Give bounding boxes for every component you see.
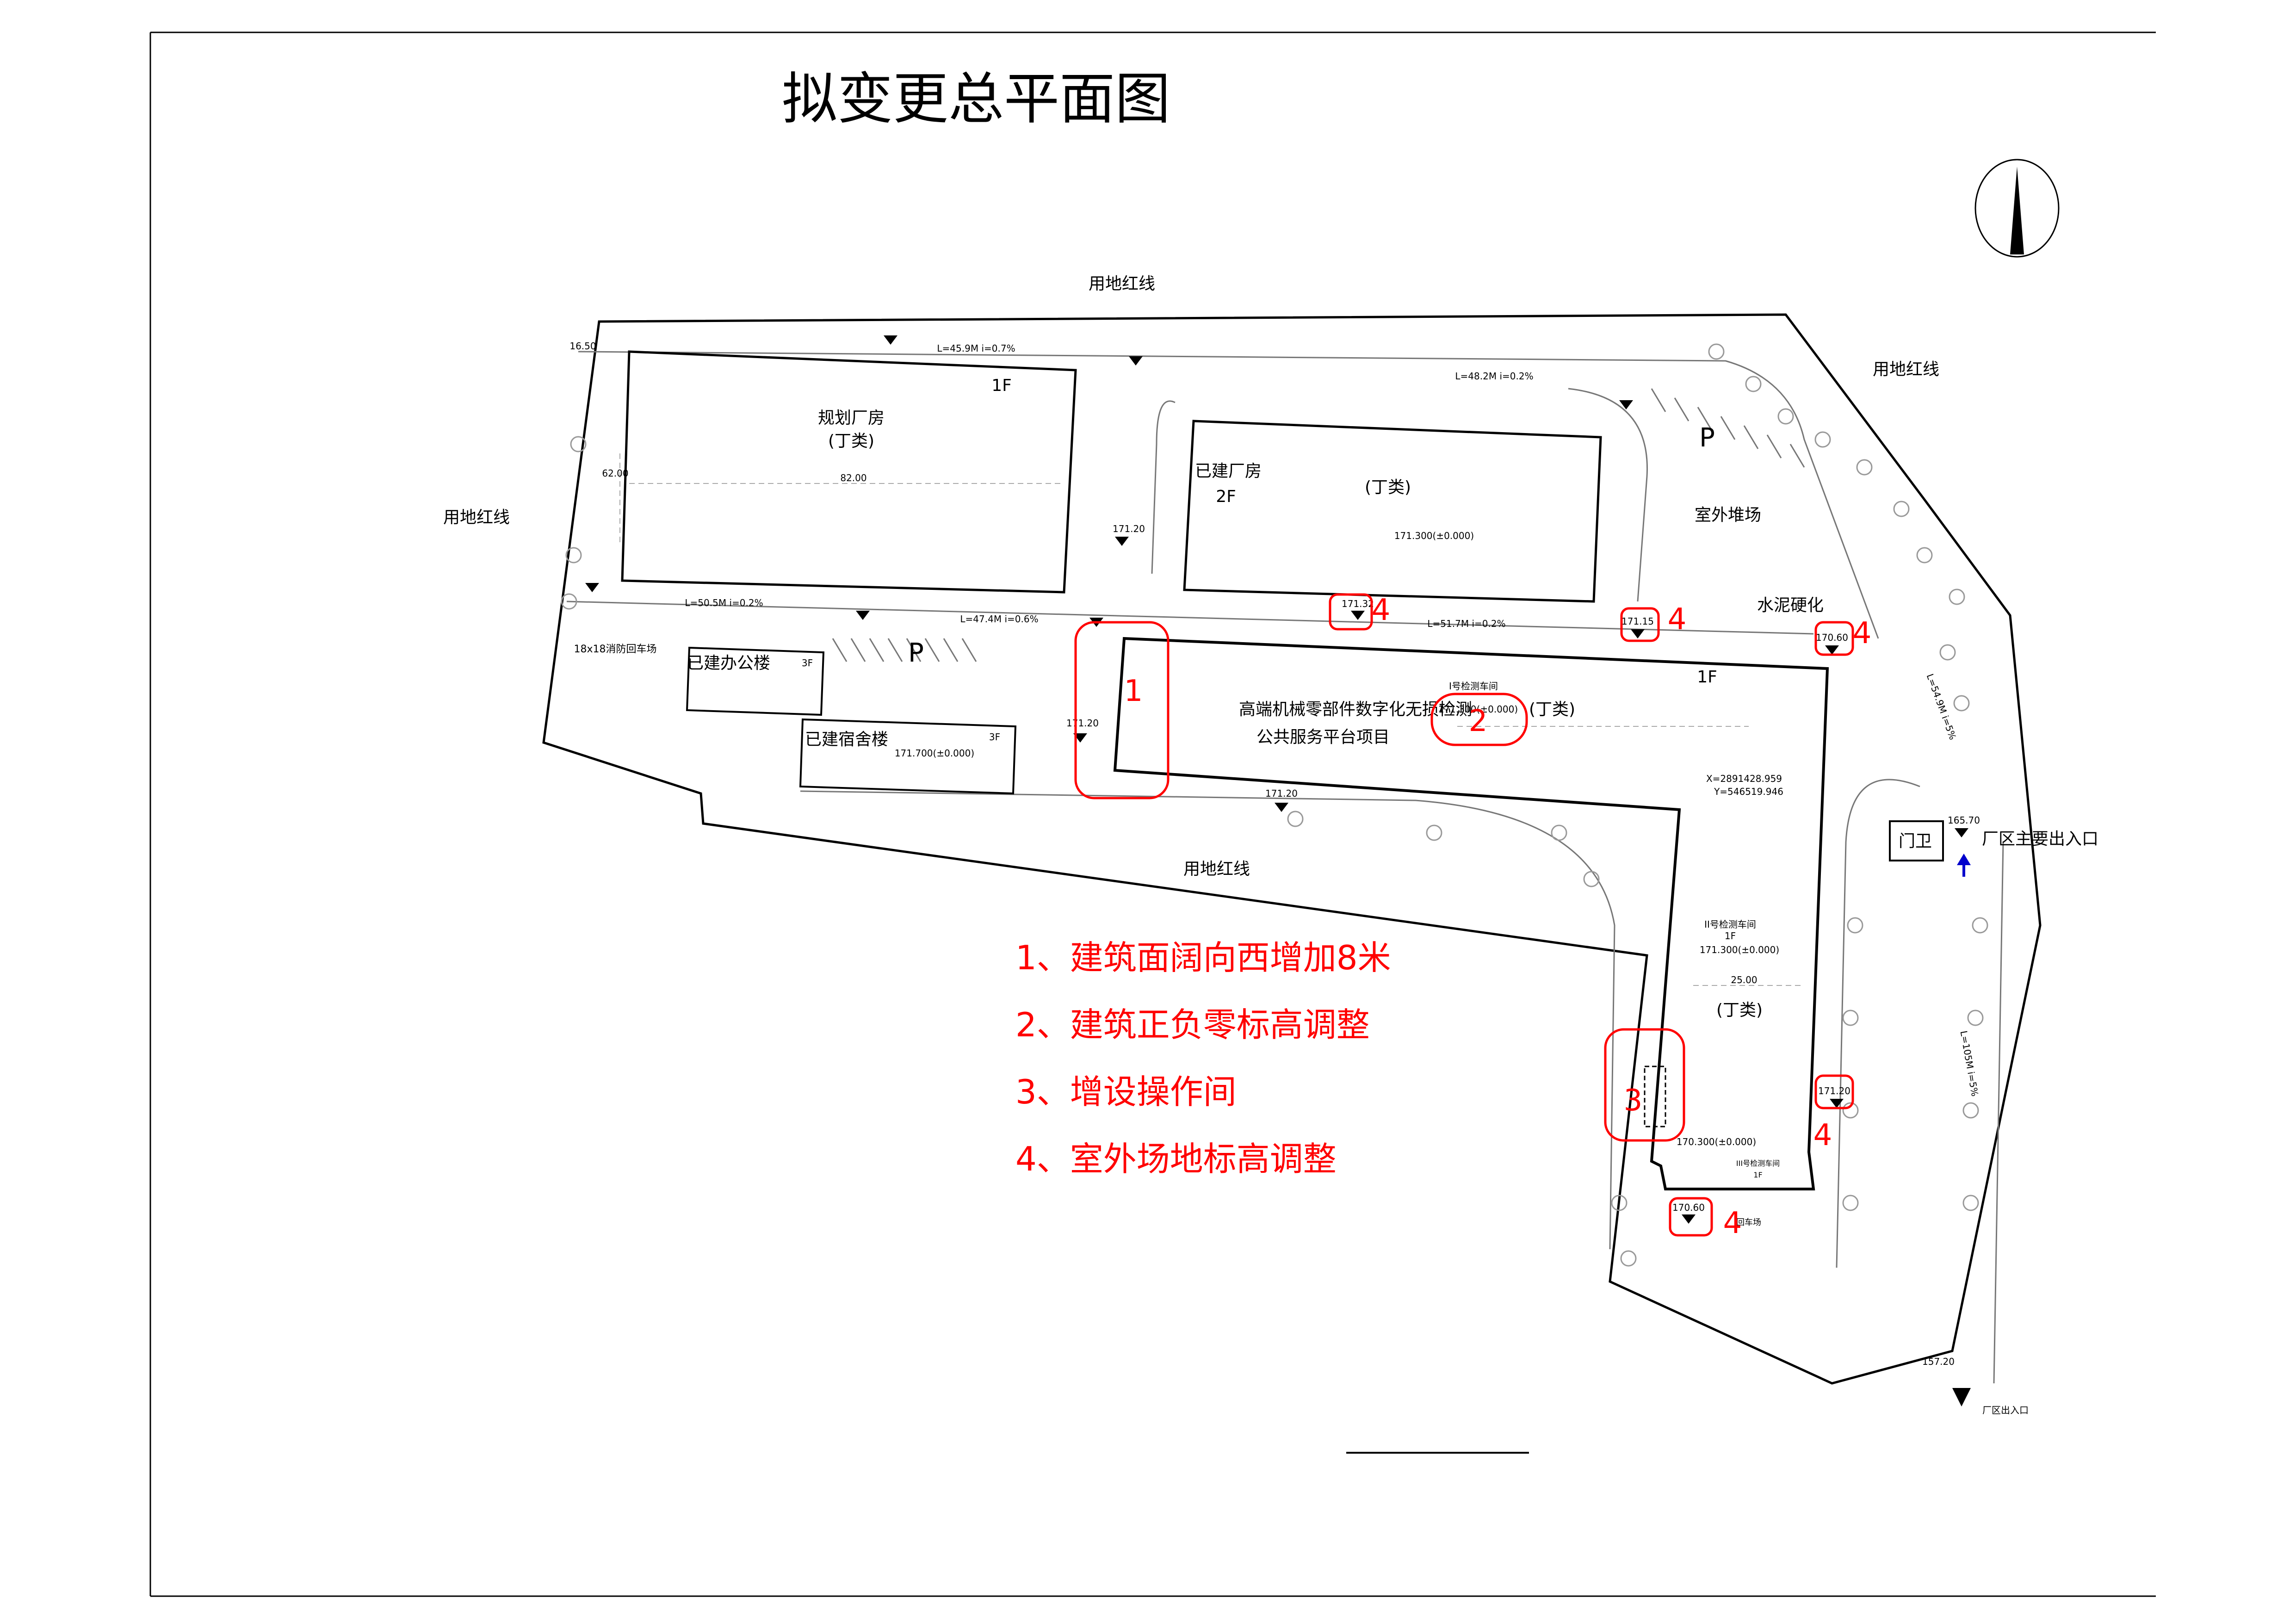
elev-5: 171.15 bbox=[1621, 616, 1654, 627]
elev-9: 165.70 bbox=[1948, 815, 1980, 826]
operation-room bbox=[1644, 1065, 1666, 1127]
gate-label: 门卫 bbox=[1899, 832, 1932, 851]
entrance-arrow-icon bbox=[1957, 854, 1971, 877]
red-line-label-bottom: 用地红线 bbox=[1183, 860, 1250, 879]
project-building bbox=[1113, 637, 1829, 1190]
slope-3: L=50.5M i=0.2% bbox=[685, 597, 763, 608]
change-mark-4e: 4 bbox=[1723, 1206, 1742, 1240]
red-line-label-top: 用地红线 bbox=[1089, 274, 1155, 293]
change-mark-4d: 4 bbox=[1813, 1118, 1832, 1152]
elev-7: 171.20 bbox=[1818, 1085, 1850, 1096]
slope-6: L=54.9M i=5% bbox=[1925, 672, 1959, 741]
revision-clouds bbox=[1074, 593, 1854, 1237]
elevation-markers bbox=[585, 335, 1971, 1406]
elev-6: 170.60 bbox=[1816, 632, 1848, 643]
elev-3: 171.20 bbox=[1265, 788, 1298, 799]
cement-hardening-label: 水泥硬化 bbox=[1757, 596, 1824, 615]
red-line-label-right: 用地红线 bbox=[1873, 360, 1939, 379]
outdoor-yard-label: 室外堆场 bbox=[1695, 506, 1761, 525]
dim-62: 62.00 bbox=[602, 468, 628, 479]
elev-1: 171.20 bbox=[1113, 523, 1145, 534]
workshop2-floors: 1F bbox=[1725, 930, 1736, 942]
change-mark-4a: 4 bbox=[1372, 593, 1391, 627]
change-mark-3: 3 bbox=[1624, 1084, 1643, 1118]
built-factory-elevation: 171.300(±0.000) bbox=[1394, 530, 1474, 541]
project-name-line2: 公共服务平台项目 bbox=[1256, 728, 1390, 747]
built-factory bbox=[1183, 420, 1602, 603]
change-note-4: 4、室外场地标高调整 bbox=[1015, 1140, 1337, 1178]
slope-5: L=51.7M i=0.2% bbox=[1427, 618, 1505, 629]
dim-82: 82.00 bbox=[840, 472, 866, 483]
planned-factory bbox=[621, 350, 1077, 594]
workshop3-elevation: 170.300(±0.000) bbox=[1677, 1136, 1756, 1147]
elev-4: 171.32 bbox=[1342, 598, 1374, 609]
change-mark-4c: 4 bbox=[1853, 616, 1872, 650]
change-mark-4b: 4 bbox=[1668, 602, 1687, 637]
change-note-1: 1、建筑面阔向西增加8米 bbox=[1015, 938, 1391, 977]
coord-x: X=2891428.959 bbox=[1706, 773, 1782, 784]
slope-7: L=105M i=5% bbox=[1958, 1030, 1981, 1097]
north-arrow-icon bbox=[1974, 159, 2060, 258]
gate-house bbox=[1889, 820, 1944, 861]
planned-factory-class: (丁类) bbox=[828, 432, 874, 451]
elev-10: 157.20 bbox=[1922, 1356, 1955, 1367]
planned-factory-floors: 1F bbox=[991, 376, 1012, 395]
slope-4: L=47.4M i=0.6% bbox=[960, 613, 1038, 625]
built-factory-floors: 2F bbox=[1216, 487, 1236, 506]
workshop3-floors: 1F bbox=[1753, 1171, 1762, 1179]
office-name: 已建办公楼 bbox=[687, 654, 770, 673]
fire-turnaround-label: 18x18消防回车场 bbox=[574, 644, 656, 655]
dim-25: 25.00 bbox=[1731, 974, 1757, 985]
built-office bbox=[686, 646, 825, 716]
turnaround-small-label: 回车场 bbox=[1736, 1218, 1761, 1227]
built-factory-class: (丁类) bbox=[1365, 478, 1411, 497]
workshop2-class: (丁类) bbox=[1716, 1001, 1763, 1020]
main-entrance-label: 厂区主要出入口 bbox=[1982, 830, 2098, 849]
elev-2: 171.20 bbox=[1066, 718, 1099, 729]
coord-y: Y=546519.946 bbox=[1714, 786, 1783, 797]
project-class: (丁类) bbox=[1529, 700, 1575, 719]
change-note-3: 3、增设操作间 bbox=[1015, 1072, 1237, 1111]
office-floors: 3F bbox=[802, 657, 813, 669]
entrance-label: 厂区出入口 bbox=[1982, 1405, 2029, 1416]
workshop3-label: III号检测车间 bbox=[1736, 1159, 1780, 1168]
dim-16-5: 16.50 bbox=[569, 341, 596, 352]
dorm-floors: 3F bbox=[989, 731, 1000, 743]
project-elevation: 171.300(±0.000) bbox=[1438, 704, 1518, 715]
red-line-label-left: 用地红线 bbox=[443, 508, 510, 527]
workshop2-elevation: 171.300(±0.000) bbox=[1700, 944, 1779, 955]
dorm-elevation: 171.700(±0.000) bbox=[895, 748, 974, 759]
slope-2: L=48.2M i=0.2% bbox=[1455, 371, 1533, 382]
change-mark-1: 1 bbox=[1124, 674, 1143, 708]
internal-roads bbox=[566, 351, 2004, 1384]
site-boundary bbox=[542, 313, 2042, 1385]
dimension-lines bbox=[619, 453, 1804, 986]
slope-1: L=45.9M i=0.7% bbox=[937, 343, 1015, 354]
project-floors: 1F bbox=[1697, 668, 1717, 687]
workshop1-label: I号检测车间 bbox=[1449, 681, 1498, 692]
built-factory-name: 已建厂房 bbox=[1195, 462, 1262, 481]
parking-hatch bbox=[832, 388, 1805, 662]
workshop2-label: II号检测车间 bbox=[1704, 919, 1756, 930]
tree-symbols bbox=[561, 343, 1988, 1267]
parking-label-left: P bbox=[908, 638, 924, 668]
change-note-2: 2、建筑正负零标高调整 bbox=[1015, 1005, 1370, 1044]
parking-label-right: P bbox=[1699, 423, 1715, 453]
dorm-name: 已建宿舍楼 bbox=[805, 730, 888, 749]
page-title: 拟变更总平面图 bbox=[782, 67, 1170, 131]
elev-8: 170.60 bbox=[1672, 1202, 1705, 1213]
planned-factory-name: 规划厂房 bbox=[818, 409, 885, 427]
built-dorm bbox=[799, 718, 1017, 795]
change-mark-2: 2 bbox=[1469, 704, 1488, 738]
